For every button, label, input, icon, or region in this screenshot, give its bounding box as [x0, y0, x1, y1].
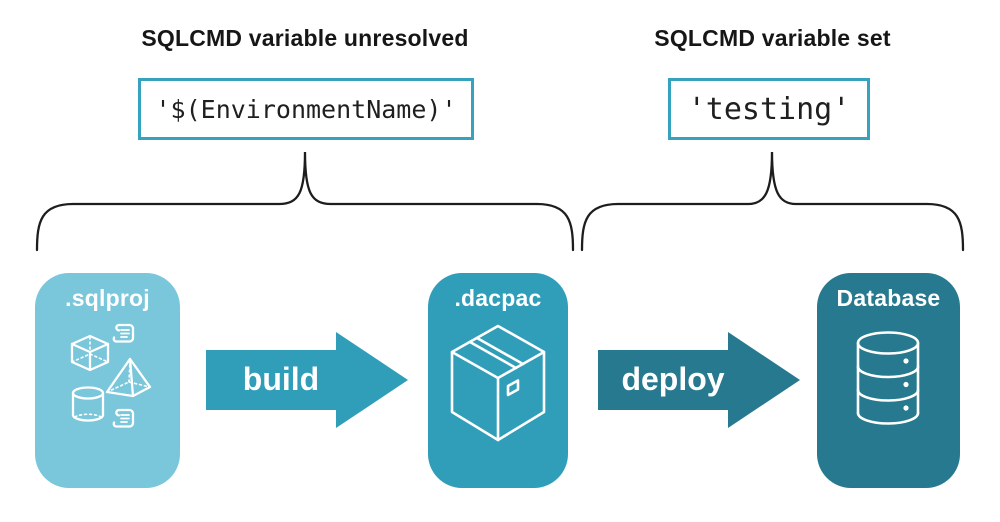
curly-brace-right-icon: [580, 151, 965, 252]
build-arrow: build: [206, 332, 408, 428]
right-annotation-title: SQLCMD variable set: [654, 25, 891, 51]
node-sqlproj: .sqlproj: [35, 273, 180, 488]
node-database: Database: [817, 273, 960, 488]
build-arrow-label: build: [242, 360, 320, 397]
left-annotation-title: SQLCMD variable unresolved: [141, 25, 469, 51]
left-code-box: '$(EnvironmentName)': [138, 78, 474, 140]
right-code-value: 'testing': [687, 91, 851, 127]
deploy-arrow-label: deploy: [621, 360, 725, 397]
node-dacpac-label: .dacpac: [454, 285, 542, 311]
right-code-box: 'testing': [668, 78, 870, 140]
sql-objects-icon: [70, 323, 152, 428]
database-icon: [856, 331, 920, 425]
node-database-label: Database: [836, 285, 941, 311]
deploy-arrow: deploy: [598, 332, 800, 428]
left-code-value: '$(EnvironmentName)': [155, 94, 457, 124]
package-icon: [450, 324, 546, 442]
node-dacpac: .dacpac: [428, 273, 568, 488]
build-arrow-shape: [206, 332, 408, 428]
curly-brace-left-icon: [35, 151, 575, 252]
node-sqlproj-label: .sqlproj: [65, 285, 150, 311]
deploy-arrow-shape: [598, 332, 800, 428]
